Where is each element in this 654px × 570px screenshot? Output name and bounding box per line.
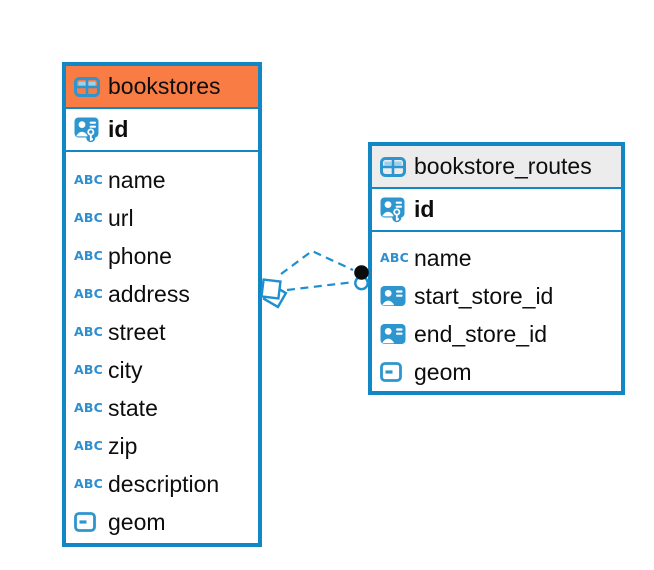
one-end-marker[interactable] (354, 265, 369, 291)
reference-type-icon (380, 286, 410, 306)
field-row[interactable]: ABC street (74, 313, 250, 351)
field-row[interactable]: ABC description (74, 465, 250, 503)
reference-type-icon (380, 324, 410, 344)
field-row[interactable]: ABC state (74, 389, 250, 427)
table-bookstores[interactable]: bookstores id ABC (62, 62, 262, 547)
field-name: start_store_id (414, 282, 554, 309)
many-end-marker[interactable] (260, 278, 288, 309)
text-type-icon: ABC (74, 323, 103, 339)
table-bookstores-header[interactable]: bookstores (66, 66, 258, 109)
text-type-icon: ABC (74, 285, 103, 301)
field-name: city (108, 356, 143, 383)
table-title: bookstores (108, 73, 221, 99)
field-row[interactable]: geom (380, 353, 613, 391)
pk-row[interactable]: id (66, 109, 258, 152)
geometry-type-icon (380, 362, 410, 382)
geometry-type-icon (74, 512, 104, 532)
field-name: phone (108, 242, 172, 269)
field-row[interactable]: ABC name (380, 239, 613, 277)
relationship-line-upper[interactable] (280, 249, 354, 275)
field-name: zip (108, 432, 138, 459)
text-type-icon: ABC (74, 209, 103, 225)
text-type-icon: ABC (74, 247, 103, 263)
field-name: street (108, 318, 166, 345)
table-icon (380, 156, 410, 177)
field-name: name (108, 166, 166, 193)
text-type-icon: ABC (74, 361, 103, 377)
table-icon (74, 76, 104, 97)
field-row[interactable]: ABC name (74, 161, 250, 199)
pk-row[interactable]: id (372, 189, 621, 232)
field-row[interactable]: end_store_id (380, 315, 613, 353)
primary-key-icon (380, 197, 410, 223)
primary-key-icon (74, 117, 104, 143)
field-row[interactable]: ABC city (74, 351, 250, 389)
field-row[interactable]: geom (74, 503, 250, 541)
relationship-connector[interactable] (260, 249, 369, 309)
field-name: url (108, 204, 134, 231)
table-title: bookstore_routes (414, 153, 592, 179)
field-row[interactable]: ABC phone (74, 237, 250, 275)
table-bookstore-routes[interactable]: bookstore_routes id ABC (368, 142, 625, 395)
text-type-icon: ABC (74, 399, 103, 415)
field-name: state (108, 394, 158, 421)
field-row[interactable]: ABC url (74, 199, 250, 237)
field-name: geom (108, 508, 166, 535)
text-type-icon: ABC (74, 475, 103, 491)
field-name: end_store_id (414, 320, 547, 347)
fields-list: ABC name start_store_id (372, 232, 621, 393)
field-name: address (108, 280, 190, 307)
field-row[interactable]: ABC address (74, 275, 250, 313)
text-type-icon: ABC (74, 171, 103, 187)
pk-field-name: id (108, 116, 129, 142)
field-name: description (108, 470, 220, 497)
pk-field-name: id (414, 196, 435, 222)
relationship-line-lower[interactable] (286, 281, 351, 292)
field-row[interactable]: start_store_id (380, 277, 613, 315)
text-type-icon: ABC (74, 437, 103, 453)
field-name: geom (414, 358, 472, 385)
field-row[interactable]: ABC zip (74, 427, 250, 465)
fields-list: ABC name ABC url ABC phone ABC address A… (66, 152, 258, 543)
text-type-icon: ABC (380, 249, 409, 265)
table-bookstore-routes-header[interactable]: bookstore_routes (372, 146, 621, 189)
field-name: name (414, 244, 472, 271)
